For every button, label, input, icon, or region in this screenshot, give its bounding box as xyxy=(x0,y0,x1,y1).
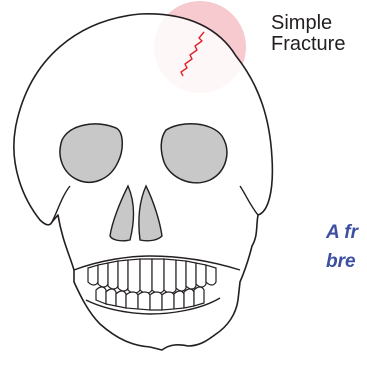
definition-line-2: bre xyxy=(326,247,367,276)
callout-line-1: Simple xyxy=(271,13,345,34)
callout-line-2: Fracture xyxy=(271,34,345,55)
definition-text: A fr bre xyxy=(326,218,367,276)
definition-line-1: A fr xyxy=(326,218,367,247)
fracture-callout-label: Simple Fracture xyxy=(271,13,345,55)
